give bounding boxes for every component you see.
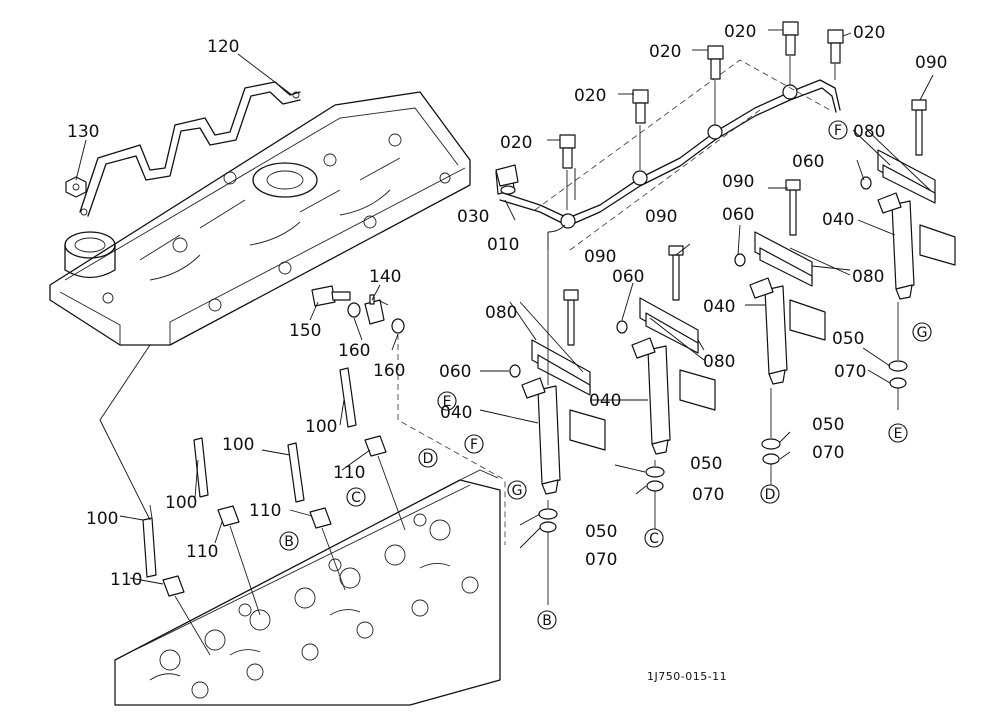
ref-circle-e2 [888, 423, 908, 443]
callout-160-a: 160 [338, 341, 370, 361]
clamp-030 [495, 164, 519, 195]
ref-circle-c2 [644, 528, 664, 548]
callout-070-c: 070 [812, 443, 844, 463]
callout-110-b: 110 [186, 542, 218, 562]
callout-050-d: 050 [832, 329, 864, 349]
callout-020-e: 020 [853, 23, 885, 43]
leader-lines [75, 29, 934, 585]
ref-letter-c2: C [649, 531, 659, 547]
callout-100-a: 100 [86, 509, 118, 529]
callout-040-c: 040 [703, 297, 735, 317]
callout-160-b: 160 [373, 361, 405, 381]
ref-circle-c1 [346, 487, 366, 507]
ref-circle-g1 [507, 480, 527, 500]
callout-100-b: 100 [165, 493, 197, 513]
ref-letter-g2: G [917, 325, 928, 341]
callout-040-d: 040 [822, 210, 854, 230]
callout-100-c: 100 [222, 435, 254, 455]
ref-circle-d2 [760, 484, 780, 504]
callout-080-c: 080 [852, 267, 884, 287]
callout-020-b: 020 [574, 86, 606, 106]
callout-030: 030 [457, 207, 489, 227]
callout-120: 120 [207, 37, 239, 57]
ref-circle-f1 [464, 434, 484, 454]
ref-letter-d1: D [423, 451, 434, 467]
ref-letter-e1: E [443, 394, 452, 410]
callout-040-b: 040 [589, 391, 621, 411]
ref-circle-b1 [279, 531, 299, 551]
ref-letter-b2: B [542, 613, 552, 629]
hollow-bolts-020 [559, 21, 844, 210]
callout-020-c: 020 [649, 42, 681, 62]
callout-060-c: 060 [722, 205, 754, 225]
callout-050-a: 050 [585, 522, 617, 542]
ref-letter-c1: C [351, 490, 361, 506]
return-fitting-group [311, 285, 506, 545]
callout-050-b: 050 [690, 454, 722, 474]
callout-090-d: 090 [915, 53, 947, 73]
ref-letter-d2: D [765, 487, 776, 503]
ref-letter-e2: E [894, 426, 903, 442]
ref-circle-e1 [437, 391, 457, 411]
ref-letter-f2: F [834, 123, 842, 139]
cylinder-head [114, 469, 501, 706]
callout-110-a: 110 [110, 570, 142, 590]
callout-labels: 120 130 140 150 160 160 010 030 020 020 … [67, 22, 947, 590]
callout-070-b: 070 [692, 485, 724, 505]
callout-070-a: 070 [585, 550, 617, 570]
callout-080-d: 080 [853, 122, 885, 142]
nut-130 [65, 176, 87, 198]
callout-010: 010 [487, 235, 519, 255]
callout-080-a: 080 [485, 303, 517, 323]
callout-090-b: 090 [645, 207, 677, 227]
injector-group-c [616, 245, 716, 530]
callout-110-d: 110 [333, 463, 365, 483]
drawing-code: 1J750-015-11 [647, 670, 727, 683]
ref-circle-b2 [537, 610, 557, 630]
ref-letter-b1: B [284, 534, 294, 550]
injector-group-b [509, 232, 606, 605]
callout-020-d: 020 [724, 22, 756, 42]
callout-070-d: 070 [834, 362, 866, 382]
callout-100-d: 100 [305, 417, 337, 437]
ref-letter-f1: F [470, 437, 478, 453]
ref-circle-g2 [912, 322, 932, 342]
callout-090-c: 090 [722, 172, 754, 192]
ref-circle-f2 [828, 120, 848, 140]
callout-060-a: 060 [439, 362, 471, 382]
callout-110-c: 110 [249, 501, 281, 521]
callout-090-a: 090 [584, 247, 616, 267]
callout-060-b: 060 [612, 267, 644, 287]
callout-060-d: 060 [792, 152, 824, 172]
callout-130: 130 [67, 122, 99, 142]
injector-group-d [734, 179, 826, 485]
callout-150: 150 [289, 321, 321, 341]
callout-020-a: 020 [500, 133, 532, 153]
reference-letters: B B C C D D E E F F G G [279, 120, 932, 630]
injector-group-e [860, 99, 956, 410]
callout-080-b: 080 [703, 352, 735, 372]
callout-040-a: 040 [440, 403, 472, 423]
callout-050-c: 050 [812, 415, 844, 435]
ref-letter-g1: G [512, 483, 523, 499]
glow-plug-group [142, 367, 406, 656]
ref-circle-d1 [418, 448, 438, 468]
callout-140: 140 [369, 267, 401, 287]
cylinder-head-cover [49, 91, 471, 346]
